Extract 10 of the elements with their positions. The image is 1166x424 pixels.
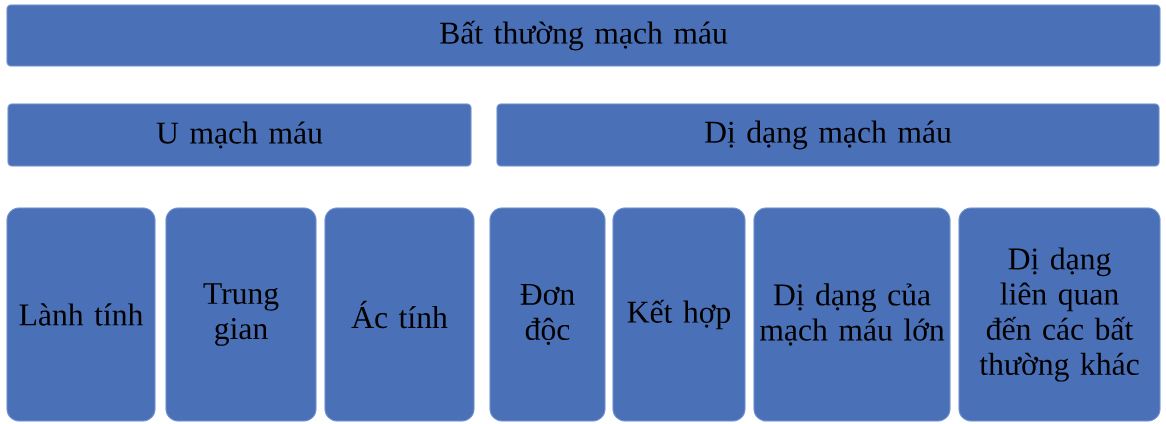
category-box: Dị dạng mạch máu [496,103,1160,167]
type-box: Đơn độc [489,207,606,422]
heading-box: Bất thường mạch máu [6,4,1161,67]
type-box: Dị dạng liên quan đến các bất thường khác [958,207,1161,422]
type-box: Kết hợp [612,207,746,422]
category-box: U mạch máu [7,103,472,167]
type-box: Ác tính [324,207,475,422]
type-box: Dị dạng của mạch máu lớn [753,207,951,422]
type-box: Lành tính [6,207,156,422]
type-box: Trung gian [165,207,317,422]
